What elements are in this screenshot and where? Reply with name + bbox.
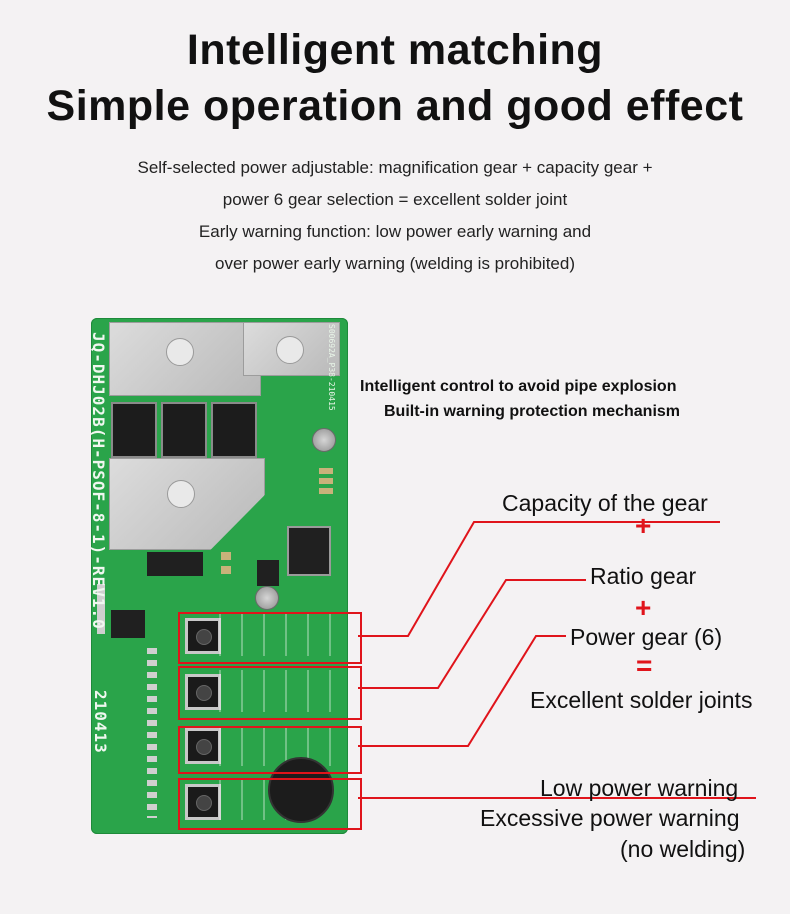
power-gear-button[interactable] xyxy=(185,728,221,764)
ratio-callout-line xyxy=(358,579,586,689)
mosfet-3 xyxy=(211,402,257,458)
electrolytic-capacitor xyxy=(312,428,336,452)
board-small-code: S00692A_P38-210415 xyxy=(327,324,336,411)
capacity-gear-highlight xyxy=(178,612,362,664)
smd-part xyxy=(319,478,333,484)
capacity-labels-strip xyxy=(219,614,337,656)
ratio-labels-strip xyxy=(219,670,337,712)
warning-highlight xyxy=(178,778,362,830)
smd-part xyxy=(221,552,231,560)
mounting-hole-2 xyxy=(276,336,304,364)
power-callout-line xyxy=(358,635,566,747)
power-gear-label: Power gear (6) xyxy=(570,624,723,650)
power-gear-highlight xyxy=(178,726,362,774)
smd-part xyxy=(319,468,333,474)
mounting-hole-1 xyxy=(166,338,194,366)
headline-line-1: Intelligent matching xyxy=(186,26,604,74)
buzzer xyxy=(268,757,334,823)
mosfet-1 xyxy=(111,402,157,458)
ratio-gear-label: Ratio gear xyxy=(590,563,697,589)
plus-sign-2: + xyxy=(635,592,652,623)
description-line-3: Early warning function: low power early … xyxy=(198,222,592,241)
mosfet-2 xyxy=(161,402,207,458)
resistor-array xyxy=(147,648,157,818)
pcb-board: JQ-DHJ02B(H-PSOF-8-1)-REV1.0 210413 S006… xyxy=(89,318,348,834)
capacity-callout-line xyxy=(358,521,720,637)
low-power-warning-label: Low power warning xyxy=(540,775,739,801)
equals-sign: = xyxy=(636,650,653,681)
description-line-2: power 6 gear selection = excellent solde… xyxy=(222,190,568,209)
regulator-chip xyxy=(287,526,331,576)
ratio-gear-highlight xyxy=(178,666,362,720)
smd-part xyxy=(221,566,231,574)
feature-note-1: Intelligent control to avoid pipe explos… xyxy=(360,378,677,395)
power-labels-strip xyxy=(219,726,337,766)
headline-line-2: Simple operation and good effect xyxy=(46,82,744,130)
no-welding-label: (no welding) xyxy=(620,836,746,862)
capacity-gear-button[interactable] xyxy=(185,618,221,654)
ratio-gear-button[interactable] xyxy=(185,674,221,710)
description-line-1: Self-selected power adjustable: magnific… xyxy=(137,158,653,177)
excessive-power-warning-label: Excessive power warning xyxy=(480,805,740,831)
board-date-silk: 210413 xyxy=(91,690,110,754)
feature-note-2: Built-in warning protection mechanism xyxy=(384,403,681,420)
board-model-silk: JQ-DHJ02B(H-PSOF-8-1)-REV1.0 xyxy=(89,332,108,630)
driver-chip xyxy=(257,560,279,586)
result-label: Excellent solder joints xyxy=(530,687,753,713)
description-line-4: over power early warning (welding is pro… xyxy=(214,254,575,273)
mounting-hole-3 xyxy=(167,480,195,508)
smd-part xyxy=(319,488,333,494)
control-chip xyxy=(147,552,203,576)
logic-chip xyxy=(111,610,145,638)
capacity-gear-label: Capacity of the gear xyxy=(502,490,708,516)
header-pins xyxy=(97,584,105,634)
plus-sign-1: + xyxy=(635,510,652,541)
warning-button[interactable] xyxy=(185,784,221,820)
small-capacitor xyxy=(255,586,279,610)
